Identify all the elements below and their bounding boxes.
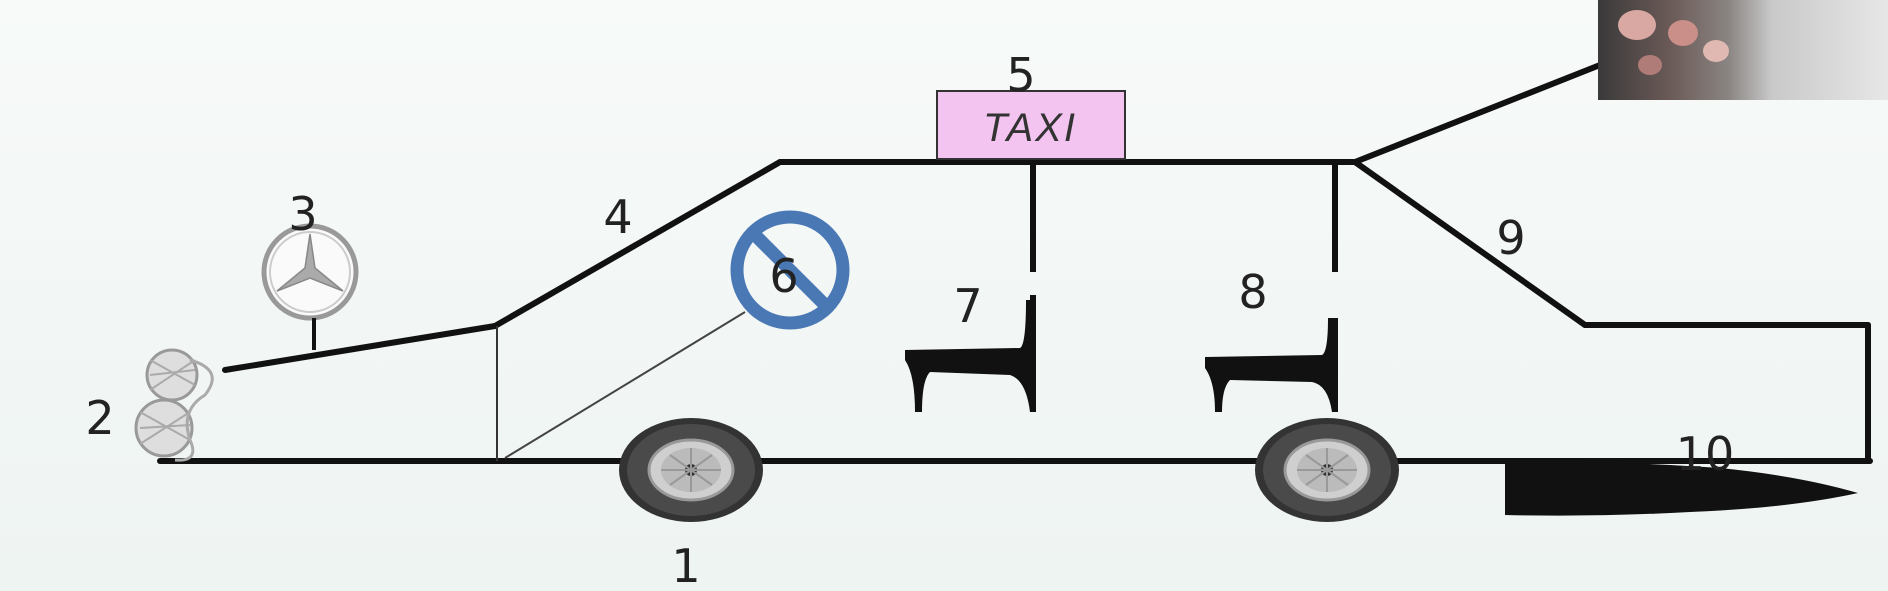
prohibition-sign-icon [730, 210, 850, 330]
mercedes-star-icon [261, 223, 359, 321]
taxi-sign-text: TAXI [983, 106, 1077, 150]
antenna-line [1352, 62, 1603, 165]
label-4: 4 [603, 190, 632, 244]
rear-seat [1205, 318, 1338, 412]
front-wheel-icon [619, 418, 763, 522]
webcam-flower [1703, 40, 1729, 62]
rear-seat-shape [1205, 318, 1338, 412]
label-1: 1 [671, 539, 700, 591]
webcam-flower [1618, 10, 1656, 40]
taxi-sign-box [936, 90, 1126, 160]
rear-window-line [1352, 159, 1588, 328]
front-seat-shape [905, 300, 1036, 412]
hood-line [222, 323, 498, 373]
front-seat [905, 300, 1036, 412]
label-10: 10 [1676, 427, 1735, 481]
label-9: 9 [1496, 211, 1525, 265]
pointer-line-6 [504, 311, 746, 459]
windshield-line [492, 159, 783, 329]
label-7: 7 [953, 279, 982, 333]
label-8: 8 [1238, 265, 1267, 319]
label-3: 3 [288, 187, 317, 241]
taxi-sign: TAXI [936, 90, 1126, 160]
label-6: 6 [769, 249, 798, 303]
label-2: 2 [85, 391, 114, 445]
car-body-outline [157, 62, 1873, 464]
label-5: 5 [1006, 48, 1035, 102]
exhaust-shape [1505, 461, 1858, 516]
webcam-flower [1638, 55, 1662, 75]
headlight-icon [134, 348, 214, 462]
webcam-flower [1668, 20, 1698, 46]
webcam-overlay [1598, 0, 1888, 100]
rear-wheel-icon [1255, 418, 1399, 522]
